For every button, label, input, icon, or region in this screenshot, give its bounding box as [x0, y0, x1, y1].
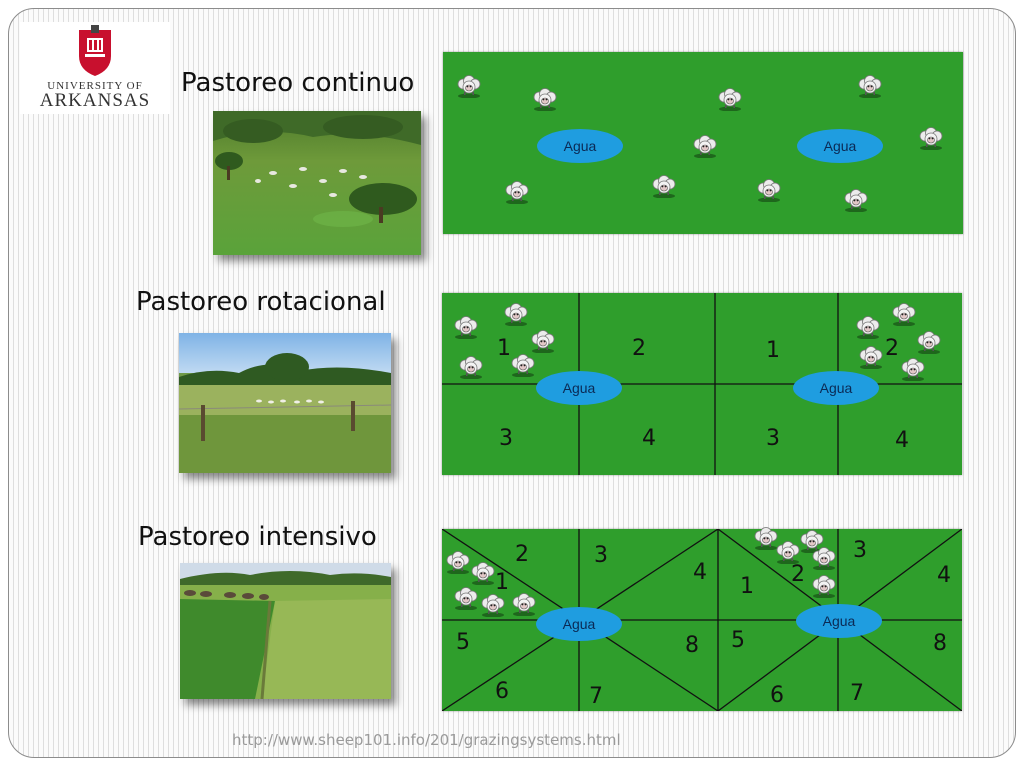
photo-rotational-pasture — [179, 333, 391, 473]
sheep-icon — [753, 526, 779, 551]
paddock-number: 2 — [515, 542, 529, 567]
sheep-icon — [470, 561, 496, 586]
field-continuous: Agua Agua — [443, 52, 963, 234]
sheep-icon — [480, 593, 506, 618]
photo-intensive-pasture — [180, 563, 391, 699]
sheep-icon — [445, 550, 471, 575]
paddock-number: 2 — [885, 336, 899, 361]
field-rotational: 1 2 3 4 1 2 3 4 Agua Agua — [442, 293, 962, 475]
sheep-icon — [811, 574, 837, 599]
paddock-number: 8 — [685, 633, 699, 658]
sheep-icon — [756, 178, 782, 203]
sheep-icon — [775, 540, 801, 565]
paddock-number: 3 — [853, 538, 867, 563]
sheep-icon — [855, 315, 881, 340]
water-point: Agua — [796, 604, 882, 638]
paddock-number: 7 — [589, 684, 603, 709]
paddock-number: 4 — [937, 563, 951, 588]
paddock-number: 5 — [456, 630, 470, 655]
sheep-icon — [453, 315, 479, 340]
university-seal-icon — [79, 25, 111, 76]
sheep-icon — [510, 353, 536, 378]
sheep-icon — [504, 180, 530, 205]
paddock-number: 2 — [791, 562, 805, 587]
paddock-number: 1 — [766, 338, 780, 363]
paddock-number: 8 — [933, 631, 947, 656]
paddock-number: 3 — [499, 426, 513, 451]
source-url[interactable]: http://www.sheep101.info/201/grazingsyst… — [232, 731, 621, 749]
water-point: Agua — [536, 371, 622, 405]
paddock-number: 1 — [740, 574, 754, 599]
paddock-number: 1 — [495, 570, 509, 595]
sheep-icon — [916, 330, 942, 355]
water-point: Agua — [797, 129, 883, 163]
paddock-number: 6 — [770, 683, 784, 708]
paddock-number: 6 — [495, 679, 509, 704]
sheep-icon — [891, 302, 917, 327]
sheep-icon — [857, 74, 883, 99]
sheep-icon — [918, 126, 944, 151]
title-intensive: Pastoreo intensivo — [138, 522, 377, 552]
paddock-number: 4 — [895, 428, 909, 453]
sheep-icon — [511, 592, 537, 617]
sheep-icon — [651, 174, 677, 199]
university-logo: UNIVERSITY OF ARKANSAS — [20, 22, 170, 114]
water-point: Agua — [536, 607, 622, 641]
sheep-icon — [532, 87, 558, 112]
logo-line1: UNIVERSITY OF — [47, 80, 143, 92]
paddock-number: 3 — [766, 426, 780, 451]
sheep-icon — [717, 87, 743, 112]
paddock-number: 4 — [693, 560, 707, 585]
paddock-number: 2 — [632, 336, 646, 361]
title-continuous: Pastoreo continuo — [181, 68, 415, 98]
sheep-icon — [692, 134, 718, 159]
sheep-icon — [456, 74, 482, 99]
water-point: Agua — [793, 371, 879, 405]
water-point: Agua — [537, 129, 623, 163]
sheep-icon — [811, 546, 837, 571]
paddock-number: 7 — [850, 681, 864, 706]
sheep-icon — [530, 329, 556, 354]
sheep-icon — [900, 357, 926, 382]
field-intensive: 1 2 3 4 5 6 7 8 1 2 3 4 5 6 7 8 Agua Agu… — [442, 526, 962, 711]
sheep-icon — [858, 345, 884, 370]
paddock-number: 4 — [642, 426, 656, 451]
sheep-icon — [503, 302, 529, 327]
sheep-icon — [453, 586, 479, 611]
photo-continuous-pasture — [213, 111, 421, 255]
logo-line2: ARKANSAS — [39, 90, 151, 111]
paddock-number: 5 — [731, 628, 745, 653]
paddock-number: 1 — [497, 336, 511, 361]
sheep-icon — [458, 355, 484, 380]
sheep-icon — [843, 188, 869, 213]
paddock-number: 3 — [594, 543, 608, 568]
title-rotational: Pastoreo rotacional — [136, 287, 386, 317]
